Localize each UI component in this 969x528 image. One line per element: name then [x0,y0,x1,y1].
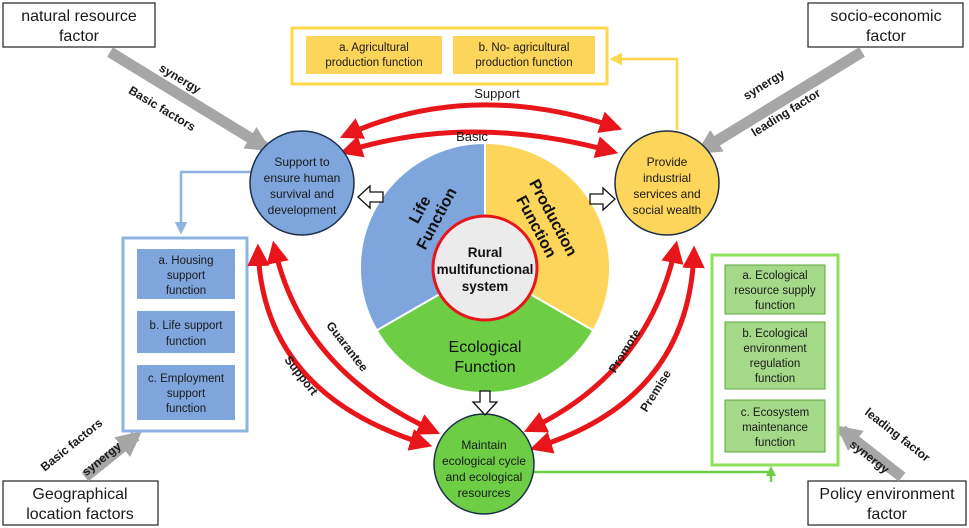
core-line3: system [462,279,509,294]
geo-factor-arrow [81,431,142,482]
life-item-a-line3: function [166,285,206,297]
eco-item-b-line4: function [755,373,795,385]
socio-factor-arrow [695,47,865,155]
eco-circle-line2: ecological cycle [442,454,526,468]
life-item-b-line1: b. Life support [150,320,224,332]
pie-to-life-arrow [357,184,384,210]
eco-item-c-line1: c. Ecosystem [741,407,809,419]
geo-synergy-label: synergy [79,439,124,479]
basic-label: Basic [456,129,488,144]
core-circle [431,214,539,322]
core-line1: Rural [468,245,503,260]
guarantee-label: Guarantee [323,319,371,375]
natural-factor-line2: factor [59,28,100,45]
natural-factor-arrow [107,47,272,152]
natural-resource-factor-box: natural resource factor [2,2,156,48]
life-circle: Support to ensure human survival and dev… [249,130,355,236]
premise-arrow [529,245,705,454]
life-item-c-line2: support [167,388,206,400]
eco-function-line1: Ecological [449,339,522,356]
life-item-a [137,249,235,299]
production-circle-line4: social wealth [633,203,702,217]
eco-function-line2: Function [454,359,515,376]
eco-items-frame: a. Ecological resource supply function b… [710,253,840,467]
eco-item-b-line2: environment [743,343,807,355]
socio-economic-factor-box: socio-economic factor [807,2,964,48]
eco-item-b-line3: regulation [750,358,801,370]
eco-item-a-line2: resource supply [734,285,815,297]
geo-factor-line2: location factors [26,506,134,523]
production-item-b-line1: b. No- agricultural [479,42,570,54]
support-top-label: Support [474,86,520,101]
policy-factor-arrow [836,425,906,482]
life-item-c [137,365,235,420]
production-item-b-line2: production function [475,57,572,69]
life-to-items-connector [174,170,254,235]
production-circle-line1: Provide [647,155,688,169]
eco-item-c-line3: function [755,437,795,449]
production-to-items-connector [609,52,679,130]
production-item-a-line2: production function [325,57,422,69]
premise-label: Premise [637,367,674,414]
life-item-a-line1: a. Housing [159,255,214,267]
eco-item-b-line1: b. Ecological [742,328,807,340]
promote-label: Promote [606,326,644,375]
life-item-c-line1: c. Employment [148,373,225,385]
socio-factor-line1: socio-economic [830,8,941,25]
life-circle-line2: ensure human [264,171,341,185]
eco-circle-line3: and ecological [446,470,523,484]
socio-factor-line2: factor [866,28,907,45]
life-item-b-line2: function [166,336,206,348]
pie-to-production-arrow [589,186,616,212]
eco-item-a [724,264,826,315]
production-circle-line3: services and [633,187,700,201]
basic-arrow [339,129,619,159]
life-circle-line1: Support to [274,155,330,169]
geographical-location-factor-box: Geographical location factors [2,480,159,526]
eco-circle-line4: resources [458,486,511,500]
eco-circle-line1: Maintain [461,438,506,452]
core-line2: multifunctional [437,262,534,277]
eco-item-c [724,399,826,453]
eco-item-c-line2: maintenance [742,422,808,434]
production-item-a-line1: a. Agricultural [339,42,409,54]
policy-environment-factor-box: Policy environment factor [807,480,967,526]
policy-synergy-label: synergy [847,437,892,477]
production-item-b [453,36,595,74]
eco-item-a-line1: a. Ecological [742,270,807,282]
support-left-label: Support [281,353,320,398]
geo-factor-line1: Geographical [32,486,127,503]
support-left-arrow [247,243,433,451]
ecological-circle: Maintain ecological cycle and ecological… [433,413,535,515]
central-pie: Rural multifunctional system Life Functi… [358,141,612,394]
pie-to-eco-arrow [471,390,499,416]
policy-factor-line1: Policy environment [819,486,955,503]
life-item-b [137,311,235,353]
eco-item-a-line3: function [755,300,795,312]
life-items-frame: a. Housing support function b. Life supp… [121,236,249,433]
production-circle-line2: industrial [643,171,691,185]
eco-to-items-connector [531,470,773,474]
policy-factor-line2: factor [867,506,908,523]
life-circle-line4: development [268,203,337,217]
eco-item-b [724,321,826,390]
support-top-arrow [339,102,623,139]
natural-factor-line1: natural resource [21,8,137,25]
life-item-a-line2: support [167,270,206,282]
production-items-frame: a. Agricultural production function b. N… [290,26,609,86]
life-circle-line3: survival and [270,187,334,201]
life-item-c-line3: function [166,403,206,415]
production-circle: Provide industrial services and social w… [614,130,720,236]
production-item-a [306,36,442,74]
